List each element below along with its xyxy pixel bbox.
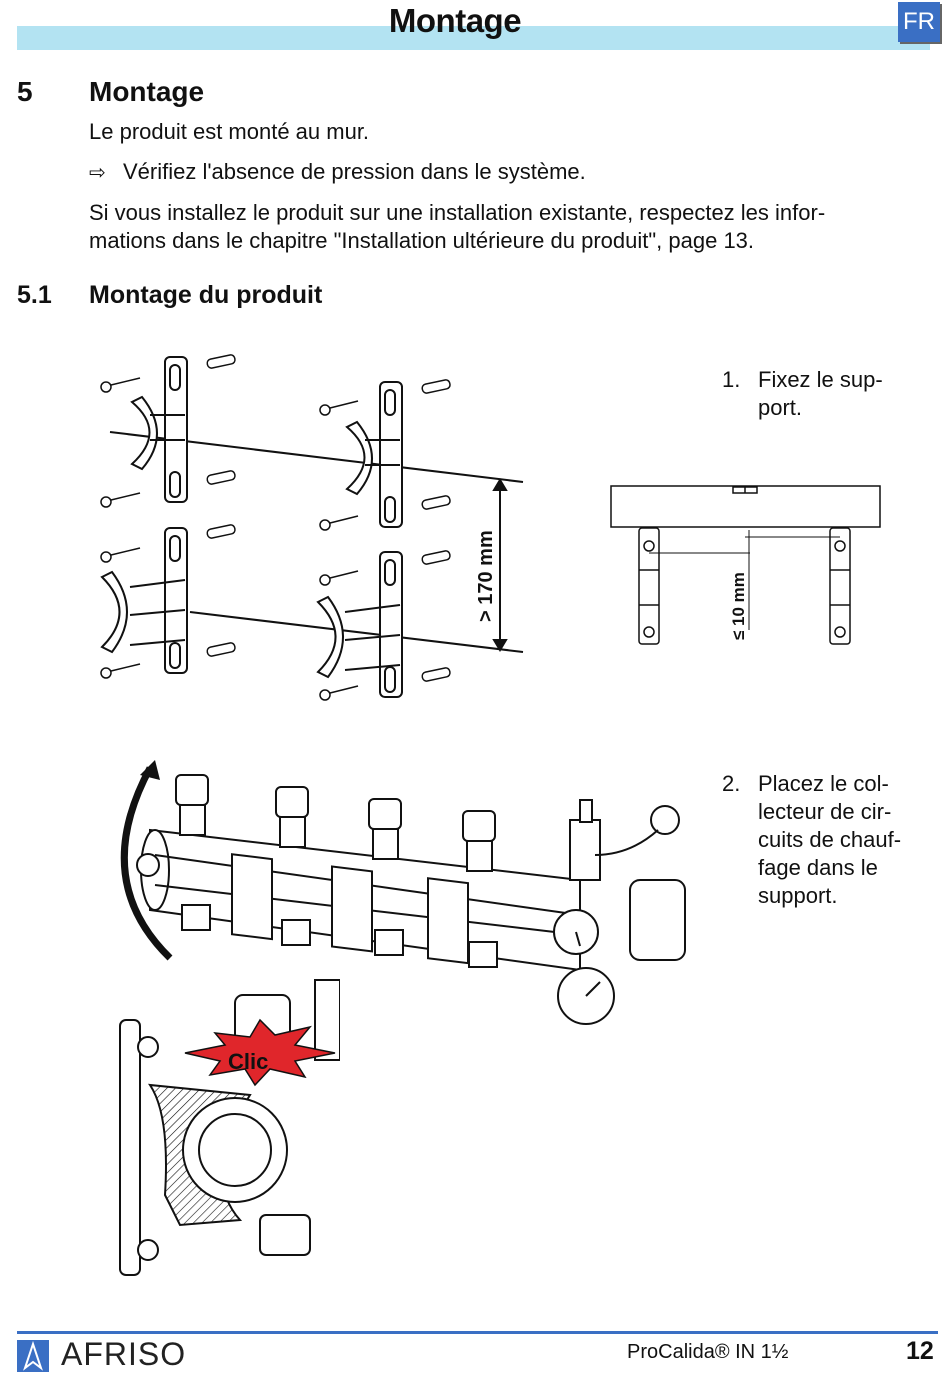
outlet xyxy=(468,941,498,968)
screw xyxy=(100,663,141,679)
bracket-top-left xyxy=(130,356,188,503)
rotation-arrow-icon xyxy=(120,766,173,961)
page-number: 12 xyxy=(906,1337,934,1365)
outlet xyxy=(374,929,404,956)
dowel xyxy=(421,667,451,682)
clic-detail-illustration: Clic xyxy=(119,979,340,1276)
step-number: 2. xyxy=(722,771,741,796)
bracket-left xyxy=(638,527,660,645)
bracket-bottom-right xyxy=(316,551,403,698)
instruction-text: Vérifiez l'absence de pression dans le s… xyxy=(123,159,586,184)
dowel xyxy=(206,354,236,369)
outlet xyxy=(259,1214,311,1256)
dowels xyxy=(206,354,451,682)
bracket-right xyxy=(829,527,851,645)
product-name: ProCalida® IN 1½ xyxy=(627,1341,789,1363)
screw-icon xyxy=(834,626,846,638)
step-2: 2. Placez le col- lecteur de cir- cuits … xyxy=(722,770,942,915)
valve-cap xyxy=(275,786,309,848)
clamp xyxy=(231,853,273,941)
bracket-top-right xyxy=(345,381,403,528)
brand-name: AFRISO xyxy=(61,1336,187,1372)
dowel xyxy=(421,495,451,510)
section-number: 5 xyxy=(17,76,33,107)
screws xyxy=(100,377,359,701)
subsection-title: Montage du produit xyxy=(89,281,323,309)
wall-bracket-plate xyxy=(119,1019,141,1276)
screw xyxy=(319,570,359,586)
clic-burst xyxy=(184,1018,336,1087)
outlet xyxy=(281,919,311,946)
dimension-label-10: ≤ 10 mm xyxy=(729,572,748,640)
air-vent xyxy=(569,819,601,881)
dowel xyxy=(421,379,451,394)
screw-icon xyxy=(137,1239,159,1261)
hollow-arrow-right-icon: ⇨ xyxy=(89,162,106,184)
step-number: 1. xyxy=(722,367,741,392)
screw xyxy=(319,515,359,531)
screw xyxy=(319,685,359,701)
intro-text: Le produit est monté au mur. xyxy=(89,119,370,144)
header-band xyxy=(17,26,930,50)
screw-icon xyxy=(643,540,655,552)
subsection-number: 5.1 xyxy=(17,281,52,309)
valve-body xyxy=(314,979,340,1061)
dowel xyxy=(206,470,236,485)
bracket-bottom-left xyxy=(100,527,188,674)
screw-icon xyxy=(643,626,655,638)
footer-rule xyxy=(17,1331,938,1334)
logo-arrow-icon xyxy=(23,1340,43,1371)
step-text: Placez le col- lecteur de cir- cuits de … xyxy=(758,771,902,908)
union-nut xyxy=(629,879,686,961)
clic-label: Clic xyxy=(228,1049,268,1074)
dowel xyxy=(421,550,451,565)
step-text: Fixez le sup- port. xyxy=(758,367,883,420)
dimension-label-170: > 170 mm xyxy=(475,530,497,622)
screw xyxy=(100,547,141,563)
instruction: ⇨ Vérifiez l'absence de pression dans le … xyxy=(89,158,939,187)
dowel xyxy=(206,642,236,657)
valve-cap xyxy=(175,774,209,836)
guide-line-bottom xyxy=(189,611,524,653)
level-illustration: ≤ 10 mm xyxy=(610,485,881,645)
screw-icon xyxy=(137,1036,159,1058)
brackets-illustration: > 170 mm xyxy=(100,354,524,701)
clamp xyxy=(427,877,469,965)
screw xyxy=(100,492,141,508)
dowel xyxy=(206,524,236,539)
note-line-1: Si vous installez le produit sur une ins… xyxy=(89,200,826,225)
screw-icon xyxy=(834,540,846,552)
section-title: Montage xyxy=(89,76,205,107)
afriso-logo-icon xyxy=(17,1340,49,1372)
outlet xyxy=(181,904,211,931)
note-line-2: mations dans le chapitre "Installation u… xyxy=(89,228,755,253)
language-badge: FR xyxy=(898,2,940,42)
page-title: Montage xyxy=(388,2,522,39)
valve-cap xyxy=(368,798,402,860)
screw xyxy=(100,377,141,393)
screw xyxy=(319,400,359,416)
step-1: 1. Fixez le sup- port. xyxy=(722,366,942,426)
valve-cap xyxy=(462,810,496,872)
spirit-level xyxy=(610,485,881,528)
cap xyxy=(650,805,680,835)
clamp xyxy=(331,865,373,953)
manifold-illustration xyxy=(120,760,686,1025)
dimension-arrowheads xyxy=(492,478,508,652)
